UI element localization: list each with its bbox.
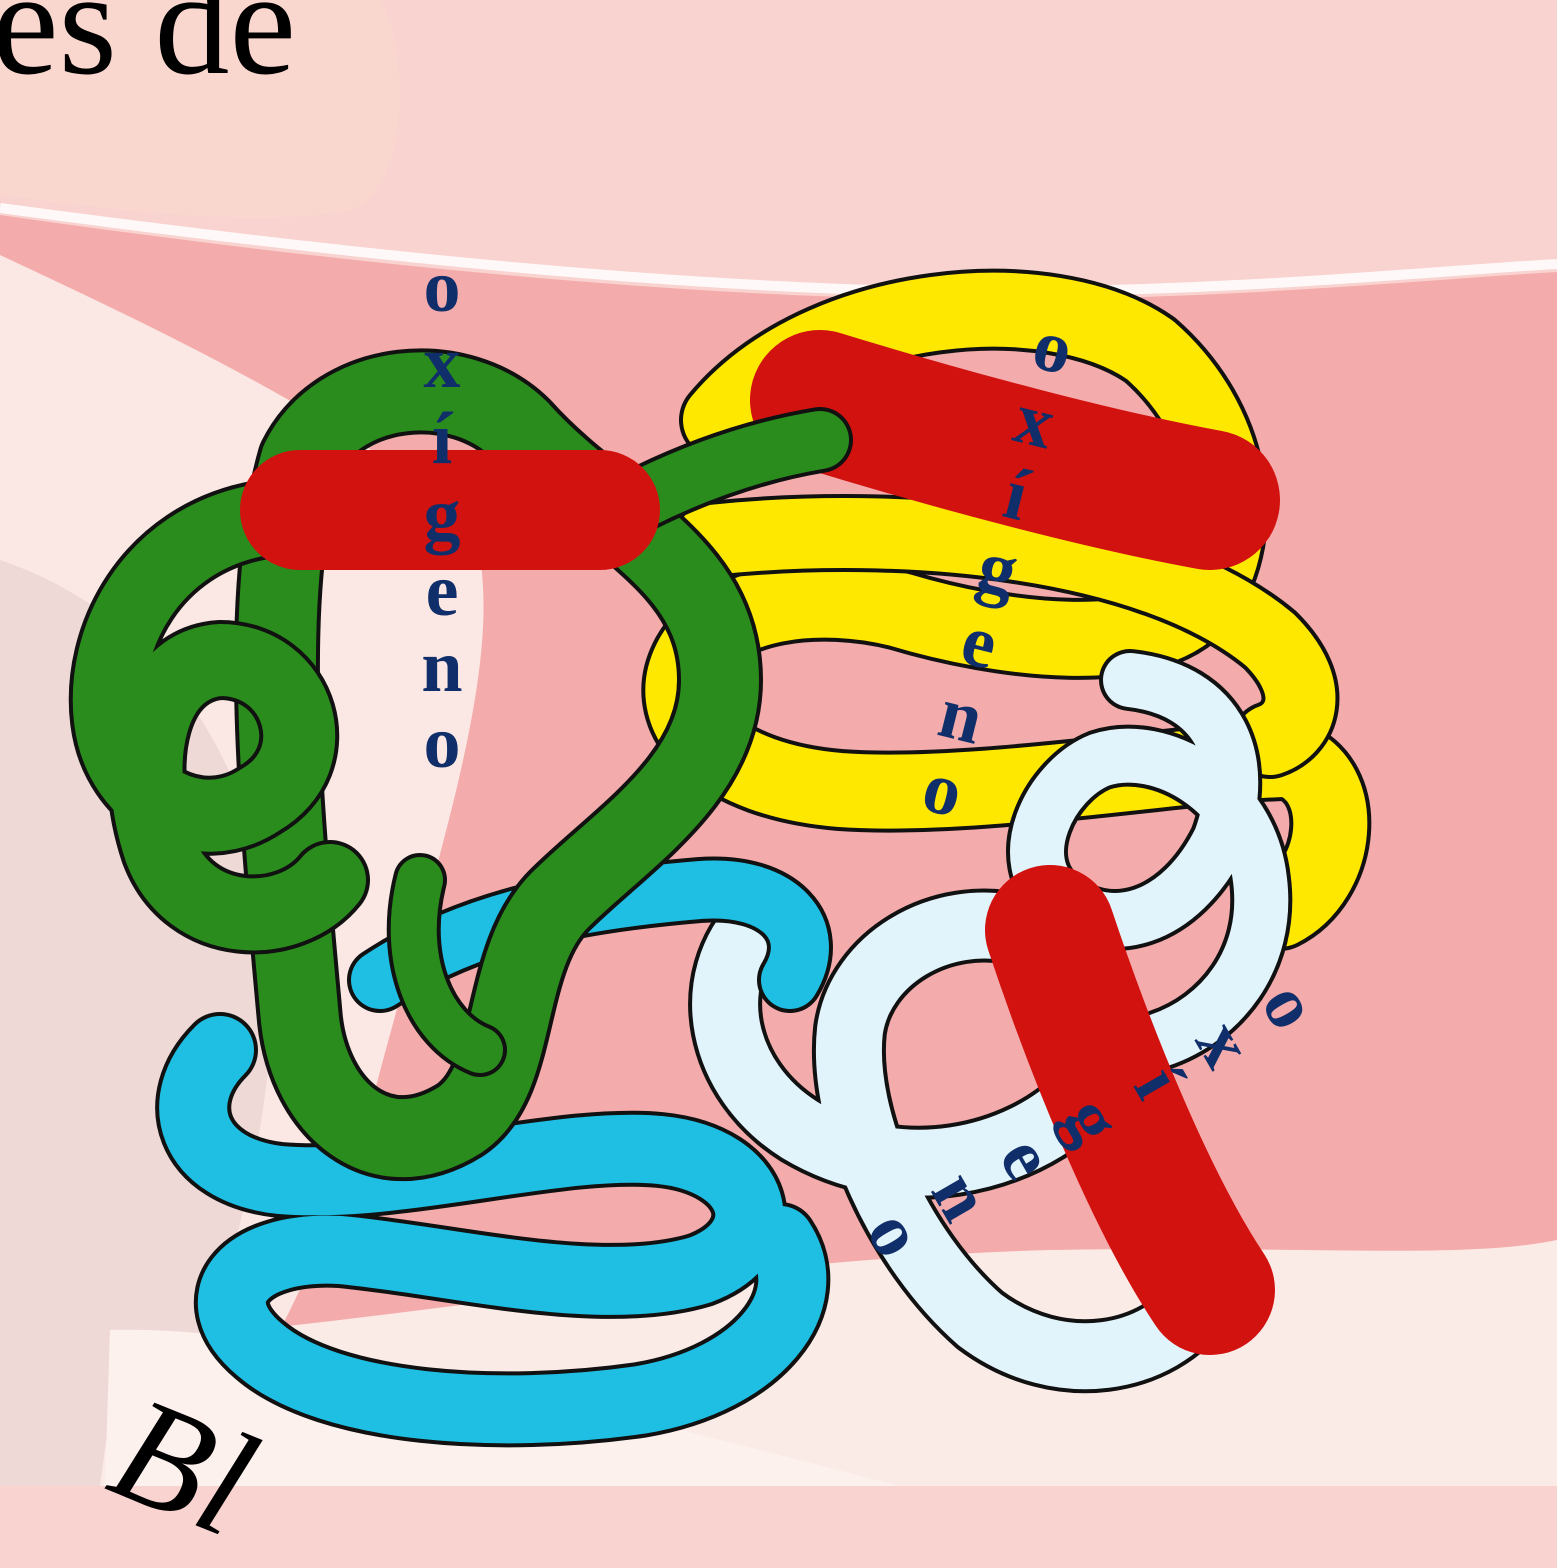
heading-fragment-top: es de	[0, 0, 296, 98]
tank-label-1: o x í g e n o	[421, 249, 462, 781]
tank-letter: o	[424, 705, 461, 781]
tank-letter: n	[421, 629, 462, 705]
tank-letter: í	[432, 401, 453, 477]
illustration-scene: es de Bl o x í g e	[0, 0, 1557, 1486]
tank-letter: o	[424, 249, 461, 325]
tank-letter: g	[424, 477, 461, 553]
protein-ribbon-illustration	[0, 0, 1557, 1486]
tank-letter: x	[424, 325, 461, 401]
tank-letter: e	[426, 553, 459, 629]
tank-letter: í	[997, 455, 1035, 534]
